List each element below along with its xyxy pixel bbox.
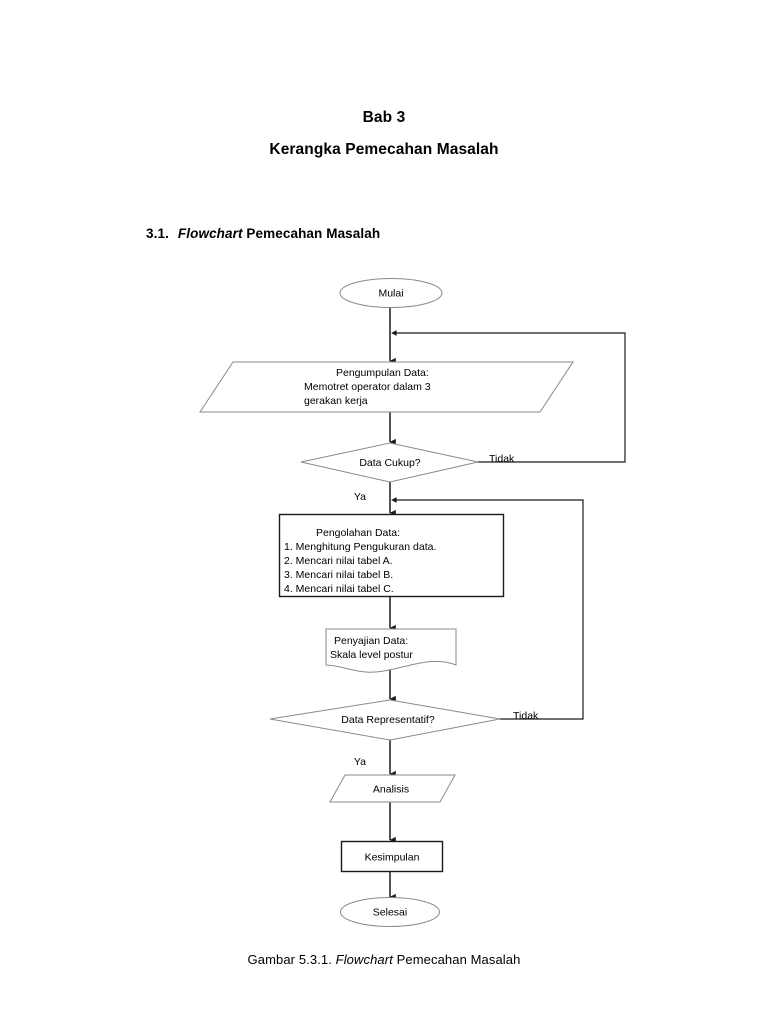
node-penyajian-data[interactable]: Penyajian Data: Skala level postur <box>325 628 457 673</box>
section-heading: 3.1. Flowchart Pemecahan Masalah <box>146 226 380 241</box>
section-title-rest: Pemecahan Masalah <box>242 226 381 241</box>
data-representatif-label: Data Representatif? <box>341 714 435 726</box>
data-cukup-label: Data Cukup? <box>359 457 420 469</box>
pengumpulan-data-line2: Memotret operator dalam 3 <box>304 381 431 393</box>
node-mulai[interactable]: Mulai <box>339 278 443 308</box>
analisis-label: Analisis <box>373 784 409 796</box>
node-analisis[interactable]: Analisis <box>329 774 456 803</box>
selesai-label: Selesai <box>373 907 407 919</box>
section-title-italic: Flowchart <box>177 226 243 241</box>
caption-italic: Flowchart <box>335 952 393 967</box>
pengolahan-data-title: Pengolahan Data: <box>316 527 400 539</box>
mulai-label: Mulai <box>378 288 403 300</box>
chapter-label: Bab 3 <box>362 109 406 126</box>
edge-label-tidak-2: Tidak <box>513 710 539 722</box>
data-cukup-diamond-shape <box>300 442 479 483</box>
pengumpulan-data-line1: Pengumpulan Data: <box>336 367 429 379</box>
node-pengolahan-data[interactable]: Pengolahan Data: 1. Menghitung Pengukura… <box>278 513 505 598</box>
pengolahan-data-rect-shape <box>278 513 505 598</box>
node-pengumpulan-data[interactable]: Pengumpulan Data: Memotret operator dala… <box>199 361 574 413</box>
node-data-cukup[interactable]: Data Cukup? <box>300 442 479 483</box>
document-title-block: Bab 3 Kerangka Pemecahan Masalah <box>0 108 768 160</box>
kesimpulan-rect-shape <box>340 840 444 873</box>
edge-label-tidak-1: Tidak <box>489 453 515 465</box>
penyajian-data-line2: Skala level postur <box>330 649 413 661</box>
penyajian-data-line1: Penyajian Data: <box>334 635 408 647</box>
penyajian-data-document-shape <box>325 628 457 673</box>
selesai-ellipse-shape <box>340 897 440 927</box>
edge-label-ya-1: Ya <box>354 491 366 503</box>
caption-prefix: Gambar 5.3.1. <box>247 952 336 967</box>
node-selesai[interactable]: Selesai <box>340 897 440 927</box>
section-number: 3.1. <box>146 226 169 241</box>
kesimpulan-label: Kesimpulan <box>365 852 420 864</box>
connector-loop-data-cukup-tidak <box>391 330 626 463</box>
figure-caption: Gambar 5.3.1. Flowchart Pemecahan Masala… <box>0 952 768 967</box>
mulai-ellipse-shape <box>339 278 443 308</box>
edge-label-ya-2: Ya <box>354 756 366 768</box>
node-kesimpulan[interactable]: Kesimpulan <box>340 840 444 873</box>
analisis-parallelogram-shape <box>329 774 456 803</box>
pengumpulan-data-parallelogram-shape <box>199 361 574 413</box>
node-data-representatif[interactable]: Data Representatif? <box>269 699 501 741</box>
pengolahan-data-item-2: 2. Mencari nilai tabel A. <box>284 555 393 567</box>
pengolahan-data-item-3: 3. Mencari nilai tabel B. <box>284 569 393 581</box>
pengolahan-data-item-4: 4. Mencari nilai tabel C. <box>284 583 394 595</box>
data-representatif-diamond-shape <box>269 699 501 741</box>
caption-suffix: Pemecahan Masalah <box>392 952 521 967</box>
connector-loop-data-representatif-tidak <box>391 497 584 720</box>
pengolahan-data-item-1: 1. Menghitung Pengukuran data. <box>284 541 436 553</box>
chapter-title: Kerangka Pemecahan Masalah <box>269 141 499 158</box>
pengumpulan-data-line3: gerakan kerja <box>304 395 368 407</box>
